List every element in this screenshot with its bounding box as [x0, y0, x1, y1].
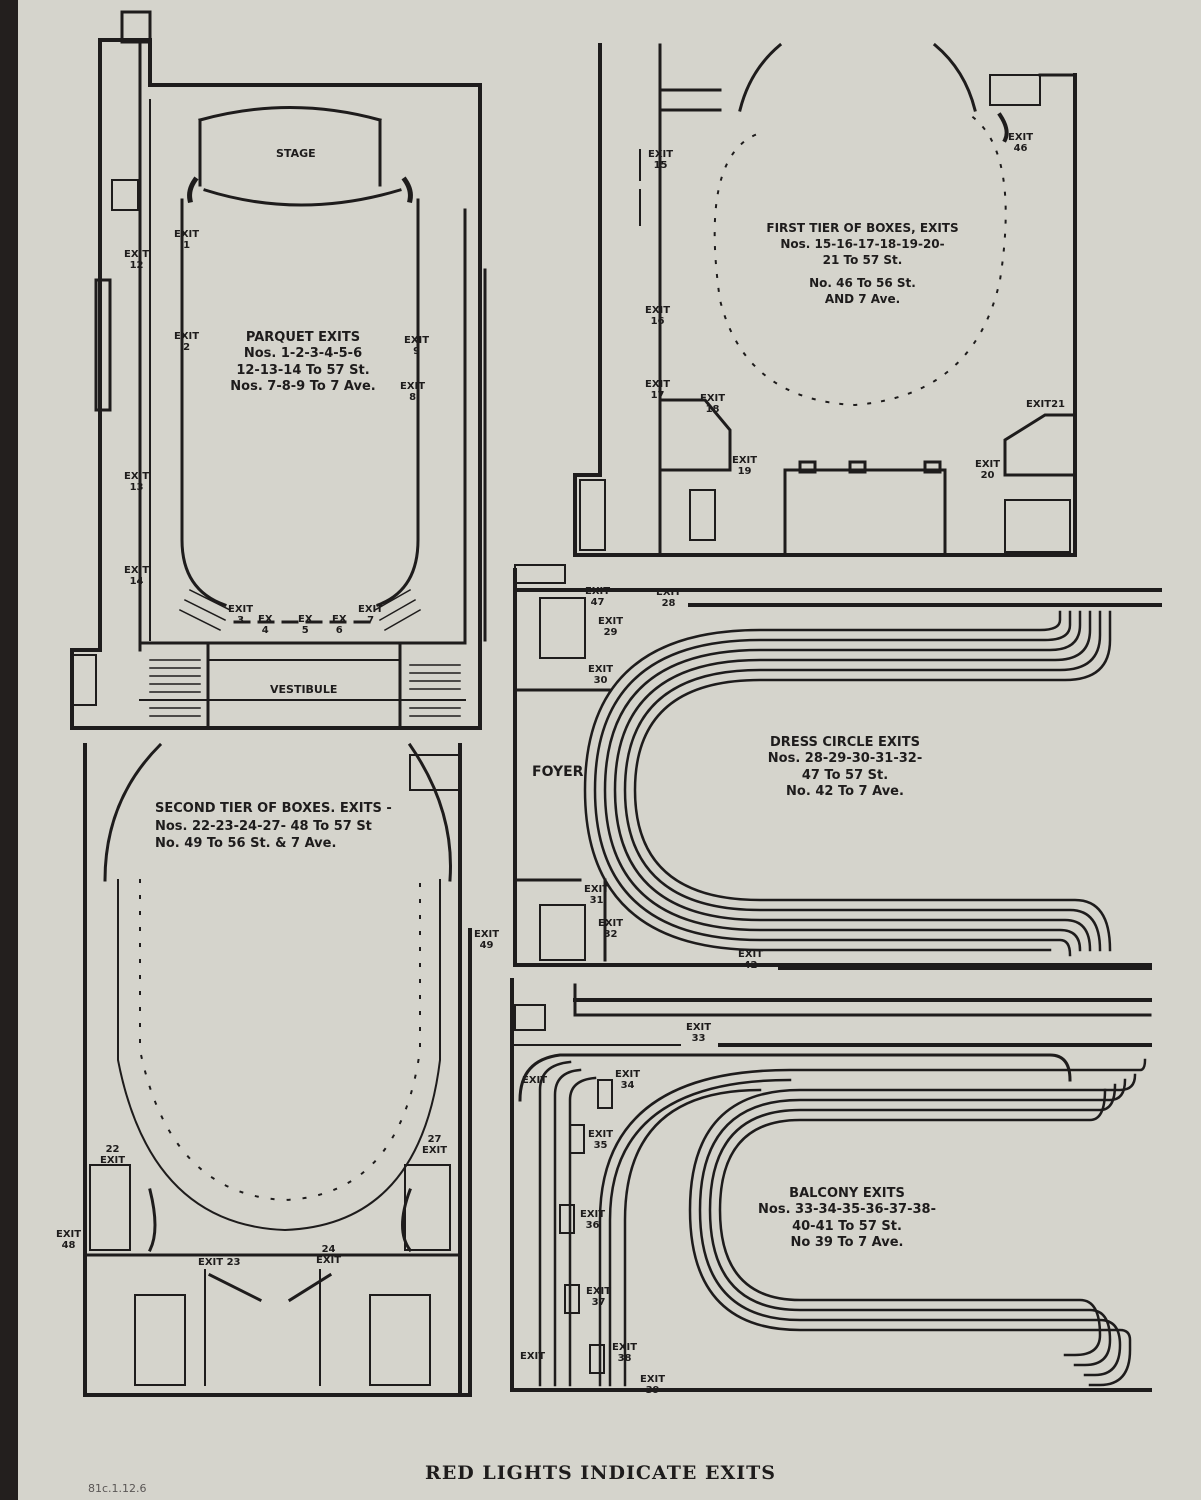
dress-circle-plan: [513, 564, 1162, 970]
parquet-caption-line: Nos. 7-8-9 To 7 Ave.: [230, 378, 376, 394]
balcony-caption-line: No 39 To 7 Ave.: [790, 1234, 904, 1250]
first-tier-caption-line: Nos. 15-16-17-18-19-20-: [780, 237, 945, 252]
second-tier-caption-title: SECOND TIER OF BOXES. EXITS -: [155, 801, 392, 816]
exit-label: EXIT 23: [198, 1257, 241, 1268]
balcony-caption-line: 40-41 To 57 St.: [792, 1218, 902, 1234]
second-tier-caption: SECOND TIER OF BOXES. EXITS - Nos. 22-23…: [155, 800, 392, 853]
parquet-caption-line: Nos. 1-2-3-4-5-6: [243, 346, 363, 362]
dress-circle-caption-line: 47 To 57 St.: [801, 767, 889, 783]
second-tier-caption-line: No. 49 To 56 St. & 7 Ave.: [155, 836, 337, 852]
first-tier-plan: [573, 42, 1077, 557]
balcony-caption-title: BALCONY EXITS: [789, 1186, 905, 1201]
parquet-caption-line: 12-13-14 To 57 St.: [236, 362, 370, 378]
first-tier-caption: FIRST TIER OF BOXES, EXITS Nos. 15-16-17…: [760, 220, 965, 307]
dress-circle-caption-title: DRESS CIRCLE EXITS: [770, 735, 920, 750]
dress-circle-caption: DRESS CIRCLE EXITS Nos. 28-29-30-31-32- …: [745, 735, 945, 800]
balcony-caption-line: Nos. 33-34-35-36-37-38-: [758, 1202, 936, 1218]
first-tier-caption-line: AND 7 Ave.: [824, 291, 901, 306]
exit-label: EXIT21: [1026, 399, 1066, 410]
parquet-plan: [70, 10, 487, 730]
foyer-label: FOYER: [532, 764, 584, 780]
parquet-caption-title: PARQUET EXITS: [245, 330, 361, 345]
parquet-caption: PARQUET EXITS Nos. 1-2-3-4-5-6 12-13-14 …: [198, 330, 408, 395]
balcony-caption: BALCONY EXITS Nos. 33-34-35-36-37-38- 40…: [742, 1186, 952, 1251]
dress-circle-caption-line: No. 42 To 7 Ave.: [786, 783, 904, 799]
first-tier-caption-title: FIRST TIER OF BOXES, EXITS: [766, 221, 959, 235]
catalog-mark: 81c.1.12.6: [88, 1482, 147, 1495]
first-tier-caption-line: No. 46 To 56 St.: [809, 275, 916, 290]
footer-title: RED LIGHTS INDICATE EXITS: [425, 1462, 776, 1484]
balcony-plan: [510, 978, 1152, 1392]
exit-label: EXIT: [522, 1075, 548, 1086]
second-tier-caption-line: Nos. 22-23-24-27- 48 To 57 St: [155, 818, 372, 834]
first-tier-caption-line: 21 To 57 St.: [822, 253, 903, 268]
exit-label: EXIT: [520, 1351, 546, 1362]
vestibule-label: VESTIBULE: [270, 683, 338, 696]
second-tier-plan: [83, 742, 472, 1397]
dress-circle-caption-line: Nos. 28-29-30-31-32-: [767, 751, 923, 767]
stage-label: STAGE: [276, 147, 316, 160]
